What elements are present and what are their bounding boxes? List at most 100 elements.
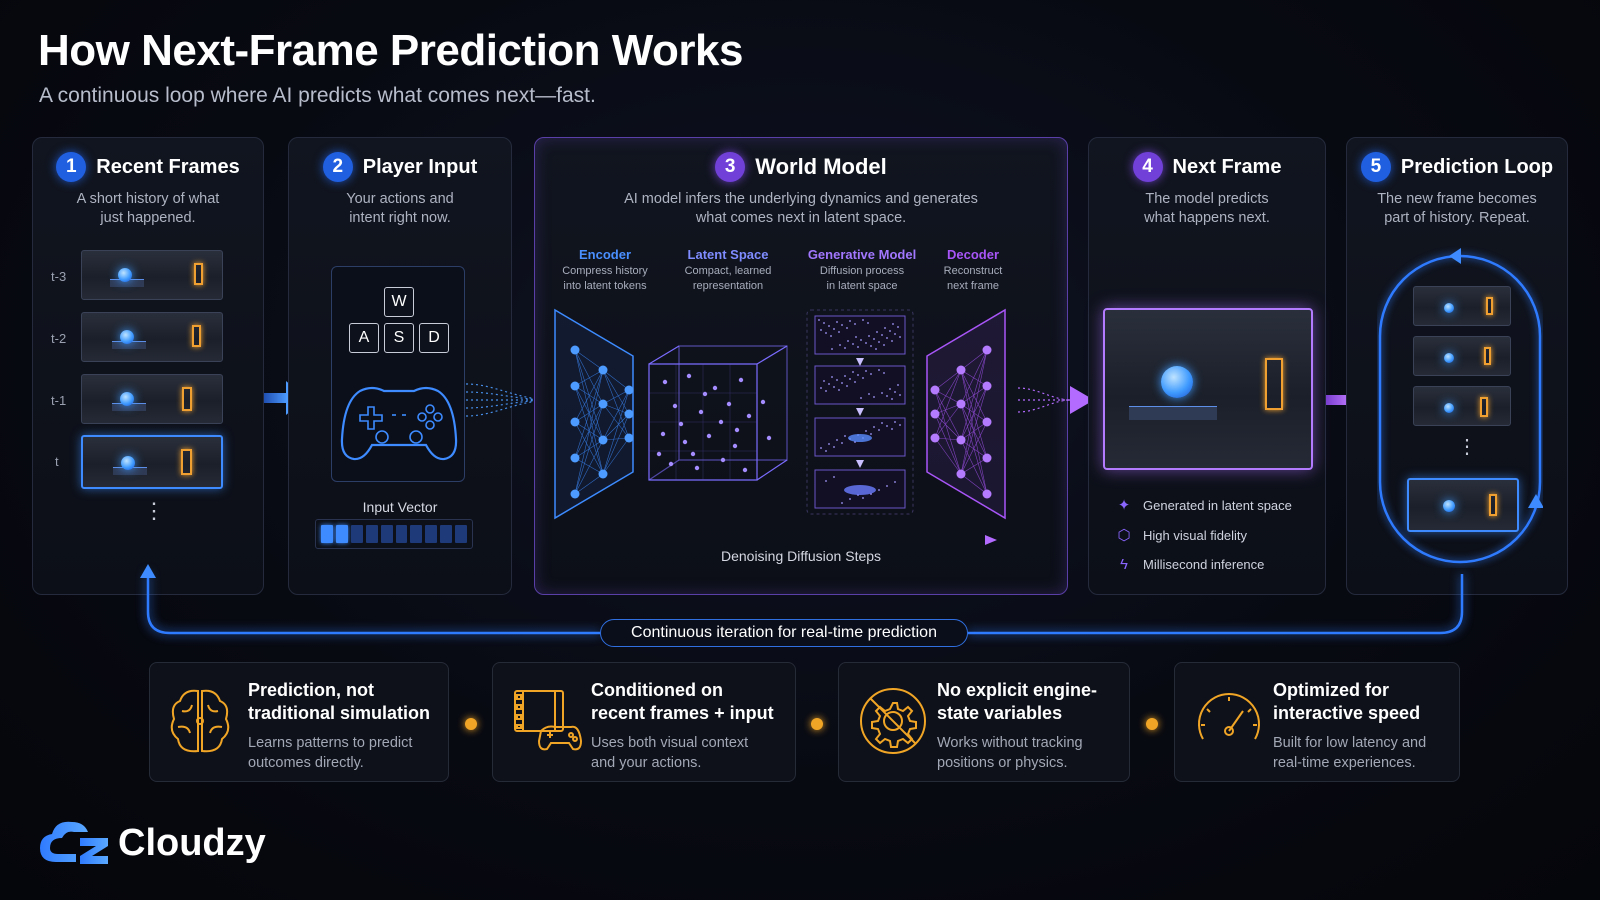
network-node [982, 453, 992, 463]
feature-item: ϟ Millisecond inference [1115, 556, 1264, 573]
separator-dot [1146, 718, 1158, 730]
latent-point [720, 457, 726, 463]
card-title: Optimized for interactive speed [1273, 680, 1421, 723]
network-node [570, 453, 580, 463]
stage-decoder-label: Decoder [946, 247, 1000, 262]
brain-icon [170, 689, 230, 753]
step-number: 2 [322, 152, 353, 182]
network-node [598, 365, 608, 375]
latent-point [734, 427, 740, 433]
decoder-network-icon [926, 308, 1006, 520]
step-title: World Model [755, 154, 887, 179]
loop-frame-thumbnail [1413, 336, 1511, 376]
diffusion-layer [814, 365, 906, 405]
latent-point [726, 401, 732, 407]
step-title: Next Frame [1172, 155, 1282, 178]
network-node [598, 399, 608, 409]
stage-generative-desc: Diffusion process in latent space [819, 265, 905, 292]
film-gamepad-icon [514, 690, 583, 751]
frame-label: t-2 [51, 331, 67, 346]
network-node [956, 365, 966, 375]
step-prediction-loop: 5 Prediction Loop The new frame becomes … [1346, 137, 1568, 595]
stage-latent-desc: Compact, learned representation [684, 265, 772, 292]
arrow-down-icon [856, 358, 864, 366]
predicted-frame-image [1103, 308, 1313, 470]
input-device-box: W A S D [331, 266, 465, 482]
latent-point [698, 409, 704, 415]
stage-latent-label: Latent Space [687, 247, 769, 262]
network-node [624, 409, 634, 419]
network-node [570, 417, 580, 427]
network-node [624, 385, 634, 395]
feature-item: ✦ Generated in latent space [1115, 496, 1292, 514]
latent-point [682, 439, 688, 445]
latent-point [690, 451, 696, 457]
latent-point [718, 419, 724, 425]
page-subtitle: A continuous loop where AI predicts what… [39, 84, 596, 107]
vector-cell [335, 525, 348, 543]
vector-cell [410, 525, 423, 543]
arrow-down-icon [856, 408, 864, 416]
card-description: Built for low latency and real-time expe… [1273, 735, 1427, 771]
step-description: The new frame becomes part of history. R… [1377, 191, 1537, 226]
more-frames-ellipsis: ⋮ [143, 498, 165, 523]
step-world-model: 3 World Model AI model infers the underl… [534, 137, 1068, 595]
network-node [956, 435, 966, 445]
latent-point [738, 377, 744, 383]
step-player-input: 2 Player Input Your actions and intent r… [288, 137, 512, 595]
card-conditioned: Conditioned on recent frames + input Use… [492, 662, 796, 782]
current-frame-thumbnail [81, 435, 223, 489]
network-node [930, 433, 940, 443]
card-title: Conditioned on recent frames + input [591, 680, 774, 723]
vector-cell [395, 525, 408, 543]
vector-cell [365, 525, 378, 543]
latent-point [672, 403, 678, 409]
step-number: 4 [1132, 152, 1163, 182]
key-a: A [349, 323, 379, 353]
vector-cell [425, 525, 438, 543]
latent-point [712, 385, 718, 391]
step-number: 3 [715, 152, 746, 182]
latent-point [760, 399, 766, 405]
network-node [570, 381, 580, 391]
input-vector-label: Input Vector [362, 499, 438, 515]
network-node [982, 489, 992, 499]
speedometer-icon [1198, 693, 1260, 740]
latent-point [678, 421, 684, 427]
stage-encoder-label: Encoder [578, 247, 631, 262]
separator-dot [811, 718, 823, 730]
stage-encoder-desc: Compress history into latent tokens [562, 265, 648, 292]
stage-generative-label: Generative Model [807, 247, 917, 262]
vector-cell [440, 525, 453, 543]
latent-point [694, 465, 700, 471]
step-title: Prediction Loop [1400, 155, 1554, 178]
latent-point [668, 461, 674, 467]
card-description: Learns patterns to predict outcomes dire… [248, 735, 413, 771]
step-recent-frames: 1 Recent Frames A short history of what … [32, 137, 264, 595]
diffusion-steps-arrow [569, 535, 997, 545]
feedback-loop-line [140, 564, 1464, 635]
card-description: Works without tracking positions or phys… [937, 735, 1083, 771]
card-description: Uses both visual context and your action… [591, 735, 749, 771]
frame-thumbnail [81, 312, 223, 362]
network-node [930, 385, 940, 395]
step-number: 5 [1360, 152, 1391, 182]
page-title: How Next-Frame Prediction Works [38, 26, 743, 75]
loop-frame-thumbnail [1413, 286, 1511, 326]
no-gear-icon [860, 688, 926, 754]
frame-thumbnail [81, 250, 223, 300]
step-description: Your actions and intent right now. [346, 191, 454, 226]
network-node [956, 399, 966, 409]
latent-point [686, 373, 692, 379]
step-number: 1 [56, 152, 87, 182]
step-next-frame: 4 Next Frame The model predicts what hap… [1088, 137, 1326, 595]
step-description: The model predicts what happens next. [1144, 191, 1270, 226]
loop-track-icon [1378, 248, 1543, 564]
card-title: Prediction, not traditional simulation [248, 680, 431, 723]
flow-lines-purple [1018, 386, 1094, 414]
latent-point [706, 433, 712, 439]
frame-label: t-3 [51, 269, 67, 284]
sparkle-icon: ✦ [1117, 497, 1131, 514]
diffusion-layer [814, 315, 906, 355]
encoder-network-icon [554, 308, 634, 520]
